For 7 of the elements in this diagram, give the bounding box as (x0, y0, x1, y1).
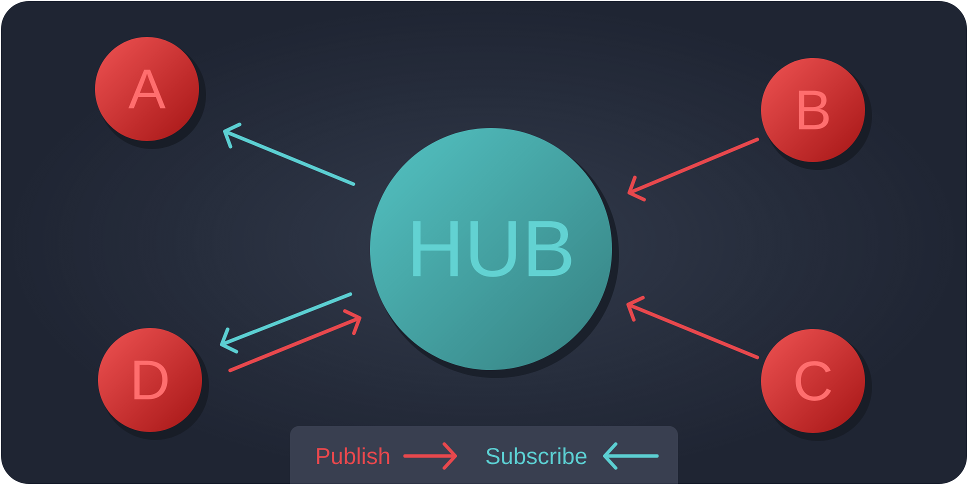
arrow (628, 138, 760, 202)
arrow (220, 292, 352, 354)
arrow (626, 296, 760, 360)
arrow (223, 122, 356, 186)
legend-label: Publish (317, 447, 390, 464)
legend-label: Subscribe (486, 447, 586, 464)
arrow (228, 309, 362, 372)
